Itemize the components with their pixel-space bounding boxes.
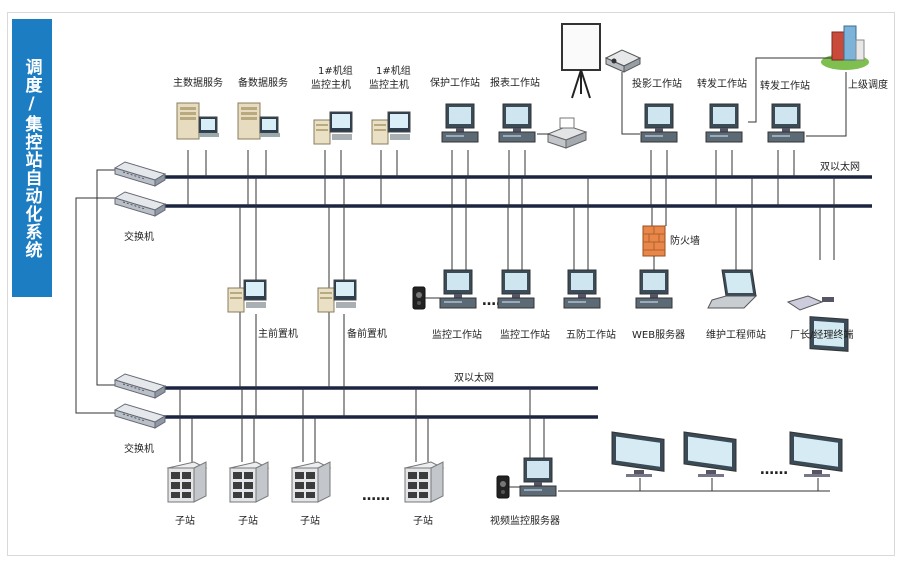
relay-ws-2	[767, 103, 805, 143]
sidebar-title-tab: 调度/集控站自动化系统	[12, 19, 52, 297]
main-frontend-label: 主前置机	[258, 327, 298, 340]
bottom-row-drops	[179, 388, 545, 462]
top-row-drops	[187, 150, 795, 206]
switch-bottom-2	[114, 403, 166, 429]
video-wall-monitor-1	[611, 431, 665, 478]
substation-1-rack	[167, 461, 207, 503]
report-ws-label: 报表工作站	[490, 76, 540, 89]
projection-screen-icon	[561, 23, 601, 99]
monitor-ws-1	[439, 269, 477, 309]
five-defense-ws	[563, 269, 601, 309]
unit1-host-b	[371, 111, 411, 145]
web-server-ws	[635, 269, 673, 309]
firewall-label: 防火墙	[670, 234, 700, 247]
main-data-server	[176, 102, 220, 140]
top-bus-label: 双以太网	[820, 160, 860, 173]
printer-icon	[546, 117, 588, 149]
firewall-icon	[642, 225, 666, 257]
substation-3-rack	[291, 461, 331, 503]
unit1-host-b-label-1: 1#机组	[376, 64, 411, 77]
relay-ws-2-label: 转发工作站	[760, 79, 810, 92]
maintenance-ws-label: 维护工程师站	[706, 328, 766, 341]
upper-dispatch-label: 上级调度	[848, 78, 888, 91]
video-wall-monitor-2	[683, 431, 737, 478]
laptop-icon	[707, 269, 758, 309]
substation-1-label: 子站	[175, 514, 195, 527]
switch-link-b	[75, 197, 117, 414]
monitor-ws-1-label: 监控工作站	[432, 328, 482, 341]
relay-ws-1-label: 转发工作站	[697, 77, 747, 90]
video-wall-monitor-3	[789, 431, 843, 478]
video-server-ws	[519, 457, 557, 497]
projector-icon	[604, 49, 642, 73]
substation-2-rack	[229, 461, 269, 503]
switch-bottom-1	[114, 373, 166, 399]
projection-ws-label: 投影工作站	[632, 77, 682, 90]
substation-4-label: 子站	[413, 514, 433, 527]
substation-2-label: 子站	[238, 514, 258, 527]
switch-top-2	[114, 191, 166, 217]
backup-frontend-label: 备前置机	[347, 327, 387, 340]
unit1-host-a	[313, 111, 353, 145]
switch-label-bottom: 交换机	[124, 442, 154, 455]
protection-ws-label: 保护工作站	[430, 76, 480, 89]
relay-link-2	[806, 72, 847, 137]
report-ws	[498, 103, 536, 143]
bottom-ellipsis: ……	[362, 488, 390, 504]
web-server-label: WEB服务器	[632, 328, 685, 341]
protection-ws	[441, 103, 479, 143]
relay-link-1	[748, 57, 832, 123]
unit1-host-b-label-2: 监控主机	[369, 78, 409, 91]
main-frontend-host	[227, 279, 267, 313]
camera-icon-bottom	[496, 475, 510, 499]
monitor-ws-2	[497, 269, 535, 309]
monitor-ws-2-label: 监控工作站	[500, 328, 550, 341]
sidebar-title: 调度/集控站自动化系统	[21, 57, 42, 259]
relay-ws-1	[705, 103, 743, 143]
manager-terminal-icon	[786, 295, 849, 352]
unit1-host-a-label-2: 监控主机	[311, 78, 351, 91]
backup-frontend-host	[317, 279, 357, 313]
backup-data-server-label: 备数据服务	[238, 76, 288, 89]
video-wall-ellipsis: ……	[760, 462, 788, 478]
switch-label-top: 交换机	[124, 230, 154, 243]
video-server-label: 视频监控服务器	[490, 514, 560, 527]
five-defense-ws-label: 五防工作站	[566, 328, 616, 341]
manager-terminal-label: 厂长/经理终端	[790, 328, 853, 341]
main-data-server-label: 主数据服务	[173, 76, 223, 89]
switch-link-a	[96, 169, 117, 386]
substation-4-rack	[404, 461, 444, 503]
unit1-host-a-label-1: 1#机组	[318, 64, 353, 77]
bottom-bus-label: 双以太网	[454, 371, 494, 384]
substation-3-label: 子站	[300, 514, 320, 527]
upper-dispatch-building-icon	[821, 25, 869, 70]
camera-icon-middle	[412, 286, 426, 310]
projection-ws	[640, 103, 678, 143]
backup-data-server	[237, 102, 281, 140]
switch-top-1	[114, 161, 166, 187]
